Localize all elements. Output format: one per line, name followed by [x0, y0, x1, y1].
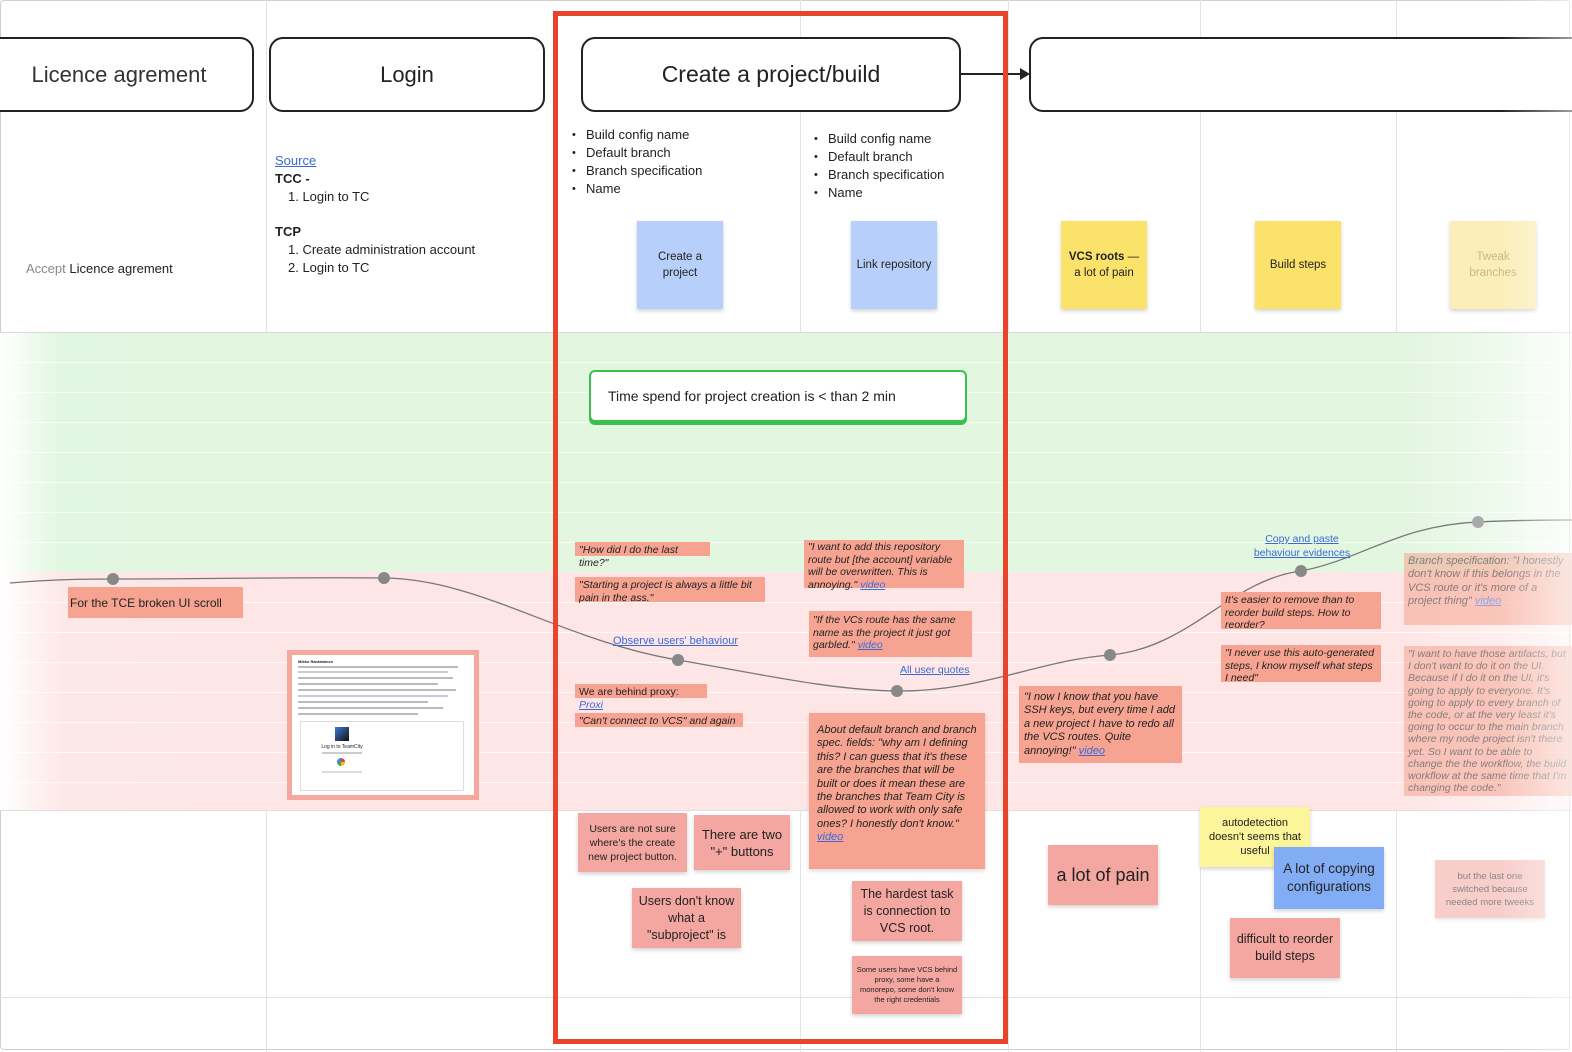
- login-notes: Source TCC - 1. Login to TC TCP 1. Creat…: [275, 152, 475, 277]
- stage-label: Create a project/build: [661, 61, 881, 87]
- quote-easier-remove[interactable]: It's easier to remove than to reorder bu…: [1221, 592, 1381, 631]
- edge-fade: [1500, 0, 1572, 1052]
- stage-next[interactable]: [1029, 37, 1572, 112]
- video-link[interactable]: video: [857, 639, 883, 651]
- quote-same-name[interactable]: "If the VCs route has the same name as t…: [809, 611, 972, 657]
- screenshot-thumbnail[interactable]: Mikko Rantalainen Log in to TeamCity: [287, 650, 479, 800]
- sticky-hardest-task[interactable]: The hardest task is connection to VCS ro…: [852, 881, 962, 941]
- field-item: Build config name: [828, 130, 944, 148]
- quote-cant-connect[interactable]: "Can't connect to VCS" and again: [575, 713, 743, 727]
- source-link[interactable]: Source: [275, 153, 317, 168]
- tcp-step: 1. Create administration account: [288, 242, 476, 257]
- field-item: Branch specification: [586, 162, 702, 180]
- curve-point[interactable]: [378, 572, 390, 584]
- video-link[interactable]: video: [1474, 595, 1502, 608]
- step-link-repository[interactable]: Link repository: [851, 221, 937, 309]
- quote-add-repository[interactable]: "I want to add this repository route but…: [804, 540, 964, 591]
- tcp-step: 2. Login to TC: [288, 260, 370, 275]
- fields-list-left: Build config name Default branch Branch …: [572, 126, 702, 198]
- metric-text: Time spend for project creation is < tha…: [608, 388, 896, 404]
- teamcity-logo-icon: [335, 727, 349, 741]
- step-build-steps[interactable]: Build steps: [1255, 221, 1341, 309]
- stage-login[interactable]: Login: [269, 37, 545, 112]
- field-item: Default branch: [586, 144, 702, 162]
- curve-point[interactable]: [107, 573, 119, 585]
- curve-point[interactable]: [1472, 516, 1484, 528]
- field-item: Branch specification: [828, 166, 944, 184]
- highlight-frame: [553, 11, 1008, 1044]
- accept-licence-text: Accept Licence agrement: [26, 261, 173, 276]
- video-link[interactable]: video: [1078, 744, 1105, 757]
- tcp-label: TCP: [275, 224, 301, 239]
- curve-point[interactable]: [891, 685, 903, 697]
- quote-never-use-auto[interactable]: "I never use this auto-generated steps, …: [1221, 645, 1381, 684]
- curve-point[interactable]: [672, 654, 684, 666]
- quote-last-time[interactable]: "How did I do the last time?": [575, 542, 710, 569]
- sticky-lot-of-copying[interactable]: A lot of copying configurations: [1274, 847, 1384, 909]
- sticky-difficult-reorder[interactable]: difficult to reorder build steps: [1230, 918, 1340, 978]
- step-create-project[interactable]: Create a project: [637, 221, 723, 309]
- step-vcs-roots[interactable]: VCS roots — a lot of pain: [1061, 221, 1147, 309]
- stage-arrow-icon: [960, 68, 1030, 80]
- sticky-some-users-vcs[interactable]: Some users have VCS behind proxy, some h…: [852, 956, 962, 1014]
- stage-label: Login: [380, 61, 434, 87]
- field-item: Default branch: [828, 148, 944, 166]
- observe-behaviour-link[interactable]: Observe users' behaviour: [613, 635, 738, 647]
- proxy-link[interactable]: Proxi: [579, 698, 603, 711]
- google-icon: [337, 758, 345, 766]
- copy-paste-evidence-link[interactable]: Copy and paste behaviour evidences: [1253, 533, 1351, 559]
- stage-create-project[interactable]: Create a project/build: [581, 37, 961, 112]
- tcc-label: TCC -: [275, 171, 310, 186]
- note-tce-scroll[interactable]: For the TCE broken UI scroll: [68, 587, 243, 618]
- sticky-two-plus-buttons[interactable]: There are two "+" buttons: [694, 815, 790, 870]
- field-item: Name: [586, 180, 702, 198]
- quote-proxy[interactable]: We are behind proxy: Proxi: [575, 684, 707, 711]
- curve-point[interactable]: [1104, 649, 1116, 661]
- quote-ssh-keys[interactable]: "I now I know that you have SSH keys, bu…: [1019, 686, 1182, 763]
- quote-starting[interactable]: "Starting a project is always a little b…: [575, 577, 765, 604]
- sticky-not-sure-create-button[interactable]: Users are not sure where's the create ne…: [578, 813, 687, 872]
- stage-licence[interactable]: Licence agrement: [0, 37, 254, 112]
- field-item: Name: [828, 184, 944, 202]
- sticky-subproject[interactable]: Users don't know what a "subproject" is: [632, 888, 741, 948]
- field-item: Build config name: [586, 126, 702, 144]
- thumb-caption: Log in to TeamCity: [321, 744, 363, 750]
- thumb-author: Mikko Rantalainen: [298, 659, 334, 664]
- video-link[interactable]: video: [817, 831, 844, 844]
- quote-default-branch[interactable]: About default branch and branch spec. fi…: [809, 713, 985, 869]
- fields-list-right: Build config name Default branch Branch …: [814, 130, 944, 202]
- sticky-lot-of-pain[interactable]: a lot of pain: [1048, 845, 1158, 905]
- stage-label: Licence agrement: [31, 61, 207, 87]
- metric-card[interactable]: Time spend for project creation is < tha…: [589, 370, 967, 422]
- tcc-step: 1. Login to TC: [288, 189, 370, 204]
- all-user-quotes-link[interactable]: All user quotes: [900, 664, 970, 676]
- curve-point[interactable]: [1295, 565, 1307, 577]
- video-link[interactable]: video: [860, 578, 886, 591]
